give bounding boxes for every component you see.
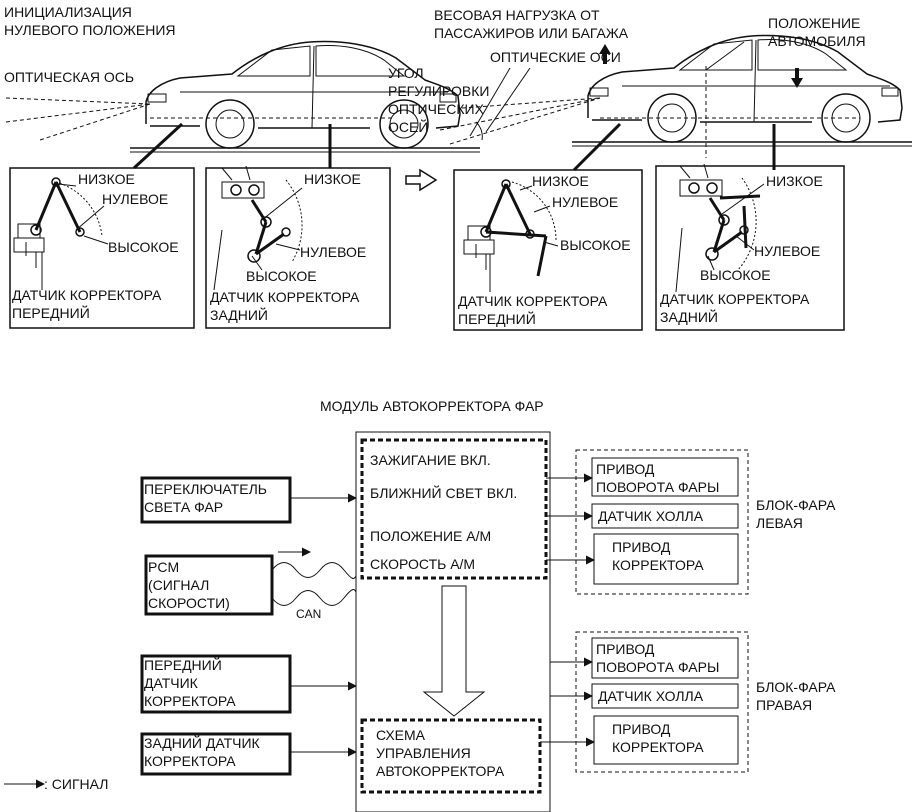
rear-zero-label-right: НУЛЕВОЕ (754, 243, 820, 259)
front-high-label-left: ВЫСОКОЕ (108, 239, 179, 255)
right-hall-label: ДАТЧИК ХОЛЛА (598, 688, 704, 704)
headlight-switch-box (140, 476, 292, 524)
front-zero-label-right: НУЛЕВОЕ (552, 194, 618, 210)
left-hall-label: ДАТЧИК ХОЛЛА (598, 508, 704, 524)
control-flow-arrow (422, 585, 486, 717)
rear-low-label-left: НИЗКОЕ (304, 171, 361, 187)
control-circuit-box (360, 718, 542, 794)
legend-signal-label: : СИГНАЛ (44, 776, 108, 792)
front-high-label-right: ВЫСОКОЕ (560, 237, 631, 253)
front-sensor-input-box (140, 654, 292, 714)
rear-high-label-left: ВЫСОКОЕ (246, 268, 317, 284)
signal-ignition: ЗАЖИГАНИЕ ВКЛ. (370, 452, 491, 468)
can-label: CAN (296, 607, 321, 621)
rear-sensor-box-right (655, 165, 845, 331)
front-low-label-left: НИЗКОЕ (78, 171, 135, 187)
signal-low-beam: БЛИЖНИЙ СВЕТ ВКЛ. (370, 484, 517, 501)
optical-axes-label: ОПТИЧЕСКИЕ ОСИ (490, 49, 621, 65)
left-headlamp-unit (575, 449, 749, 595)
can-waveform (271, 562, 357, 579)
right-headlamp-unit (575, 631, 749, 773)
rear-high-label-right: ВЫСОКОЕ (700, 267, 771, 283)
leveling-module-box (355, 431, 551, 812)
module-signals-box (360, 438, 548, 580)
front-sensor-box-right (453, 169, 643, 331)
rear-sensor-box-left (205, 167, 391, 329)
car-right (571, 34, 912, 147)
down-arrow (791, 68, 803, 88)
front-sensor-box-left (9, 167, 195, 329)
pcm-box (144, 554, 274, 616)
transition-arrow (405, 168, 438, 192)
front-zero-label-left: НУЛЕВОЕ (102, 191, 168, 207)
up-arrow (599, 44, 611, 64)
rear-sensor-input-box (140, 732, 292, 776)
optical-axis-label: ОПТИЧЕСКАЯ ОСЬ (4, 69, 134, 85)
front-low-label-right: НИЗКОЕ (532, 173, 589, 189)
signal-vehicle-position: ПОЛОЖЕНИЕ А/М (370, 528, 491, 544)
signal-vehicle-speed: СКОРОСТЬ А/М (370, 556, 475, 572)
rear-zero-label-left: НУЛЕВОЕ (300, 244, 366, 260)
rear-low-label-right: НИЗКОЕ (766, 173, 823, 189)
optical-axis-line (5, 103, 151, 123)
module-title: МОДУЛЬ АВТОКОРРЕКТОРА ФАР (320, 398, 544, 414)
